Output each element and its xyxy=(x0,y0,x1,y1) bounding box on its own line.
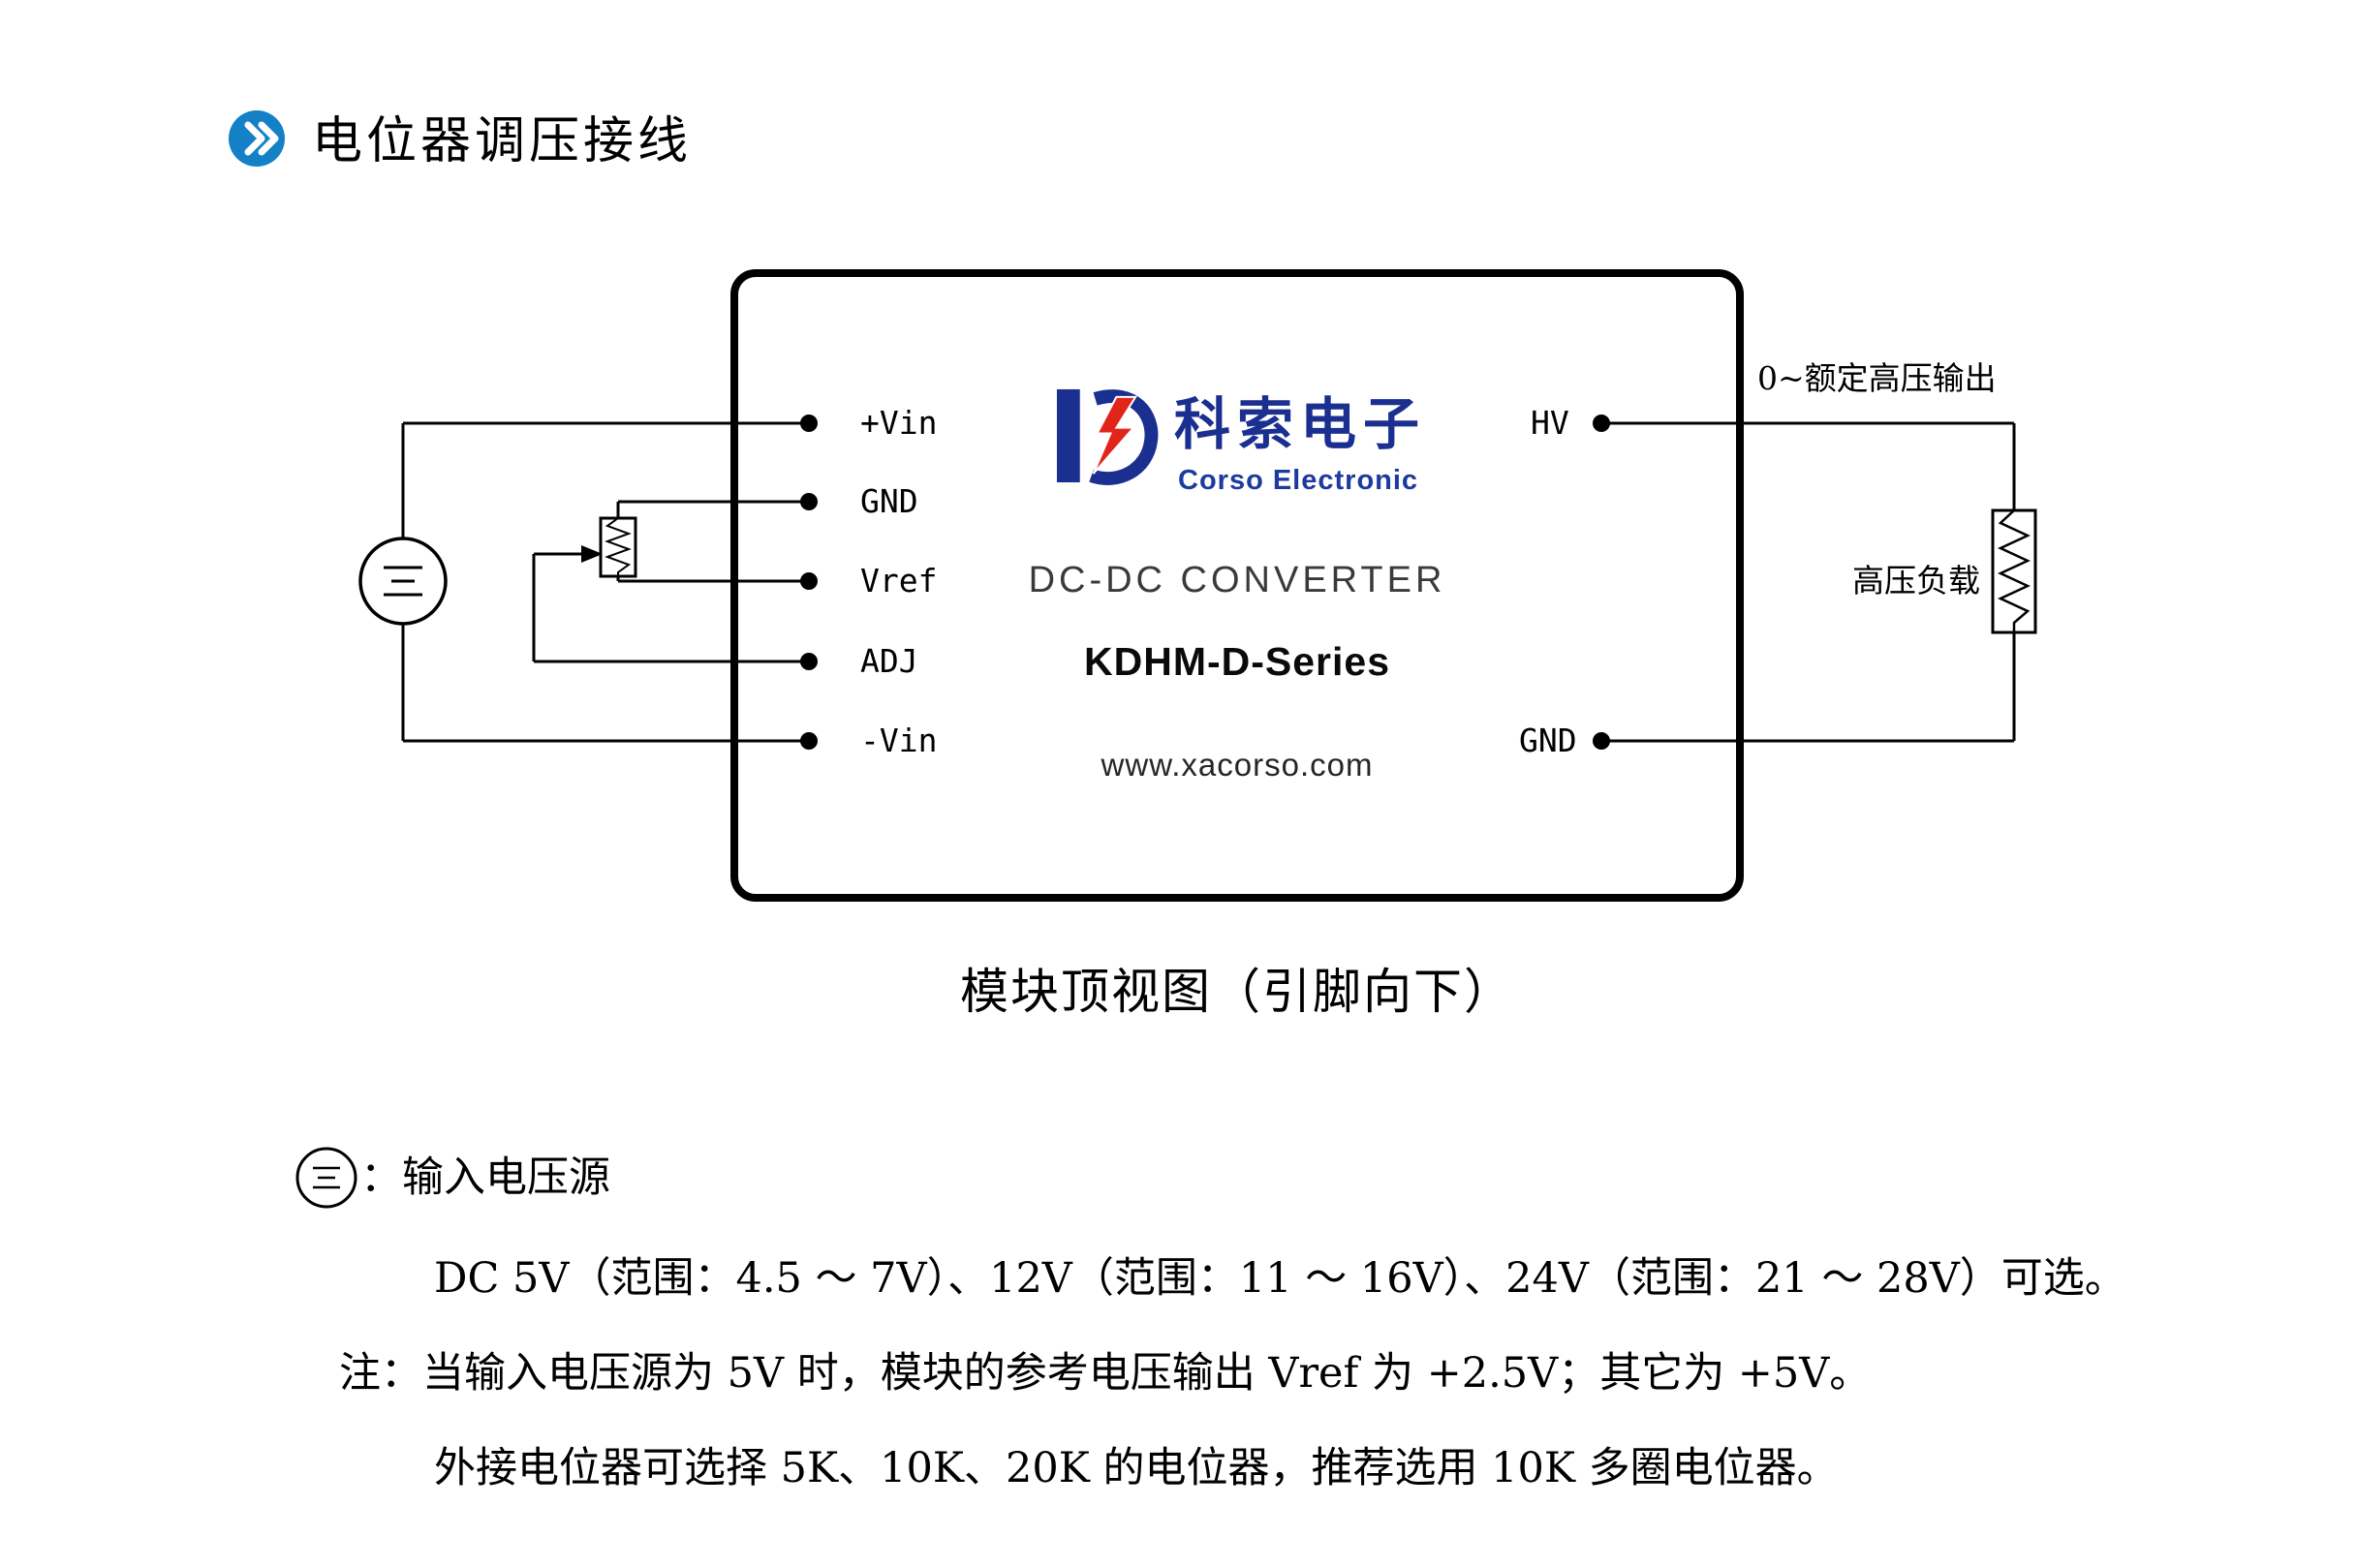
brand-name-en: Corso Electronic xyxy=(1178,465,1419,496)
converter-type-label: DC-DC CONVERTER xyxy=(1028,560,1446,600)
note-potentiometer-remark: 外接电位器可选择 5K、10K、20K 的电位器，推荐选用 10K 多圈电位器。 xyxy=(434,1444,1839,1492)
corso-logo-icon xyxy=(1044,385,1161,486)
pin-label-hv: HV xyxy=(1531,404,1569,442)
pin-label-gnd-left: GND xyxy=(860,482,918,520)
pin-label-vin-minus: -Vin xyxy=(860,722,938,759)
wiper-arrow-icon xyxy=(581,545,603,563)
pin-label-vin-plus: +Vin xyxy=(860,404,938,442)
output-wires xyxy=(1601,421,2016,743)
note-source-label: ：输入电压源 xyxy=(360,1153,610,1202)
hv-load-label: 高压负载 xyxy=(1852,562,1980,600)
pin-dots xyxy=(800,415,1610,750)
module-top-view-caption: 模块顶视图（引脚向下） xyxy=(960,964,1514,1020)
note-voltage-options: DC 5V（范围：4.5 ～ 7V）、12V（范围：11 ～ 16V）、24V（… xyxy=(434,1254,2126,1303)
module-outline xyxy=(730,269,1744,902)
load-resistor-symbol xyxy=(1991,508,2037,634)
note-source-symbol xyxy=(295,1147,357,1209)
double-chevron-right-icon xyxy=(226,108,288,169)
brand-name-cn: 科索电子 xyxy=(1174,393,1427,456)
output-range-label: 0~额定高压输出 xyxy=(1757,359,1997,397)
input-wires xyxy=(401,421,809,743)
note-vref-remark: 注：当输入电压源为 5V 时，模块的参考电压输出 Vref 为 +2.5V；其它… xyxy=(339,1349,1872,1398)
series-name-label: KDHM-D-Series xyxy=(1084,639,1390,684)
page-title: 电位器调压接线 xyxy=(312,112,693,170)
pin-label-vref: Vref xyxy=(860,562,938,600)
input-source-symbol xyxy=(358,537,448,626)
pin-label-gnd-right: GND xyxy=(1519,722,1577,759)
website-label: www.xacorso.com xyxy=(1101,747,1374,783)
pin-label-adj: ADJ xyxy=(860,642,918,680)
potentiometer-symbol xyxy=(532,502,637,661)
